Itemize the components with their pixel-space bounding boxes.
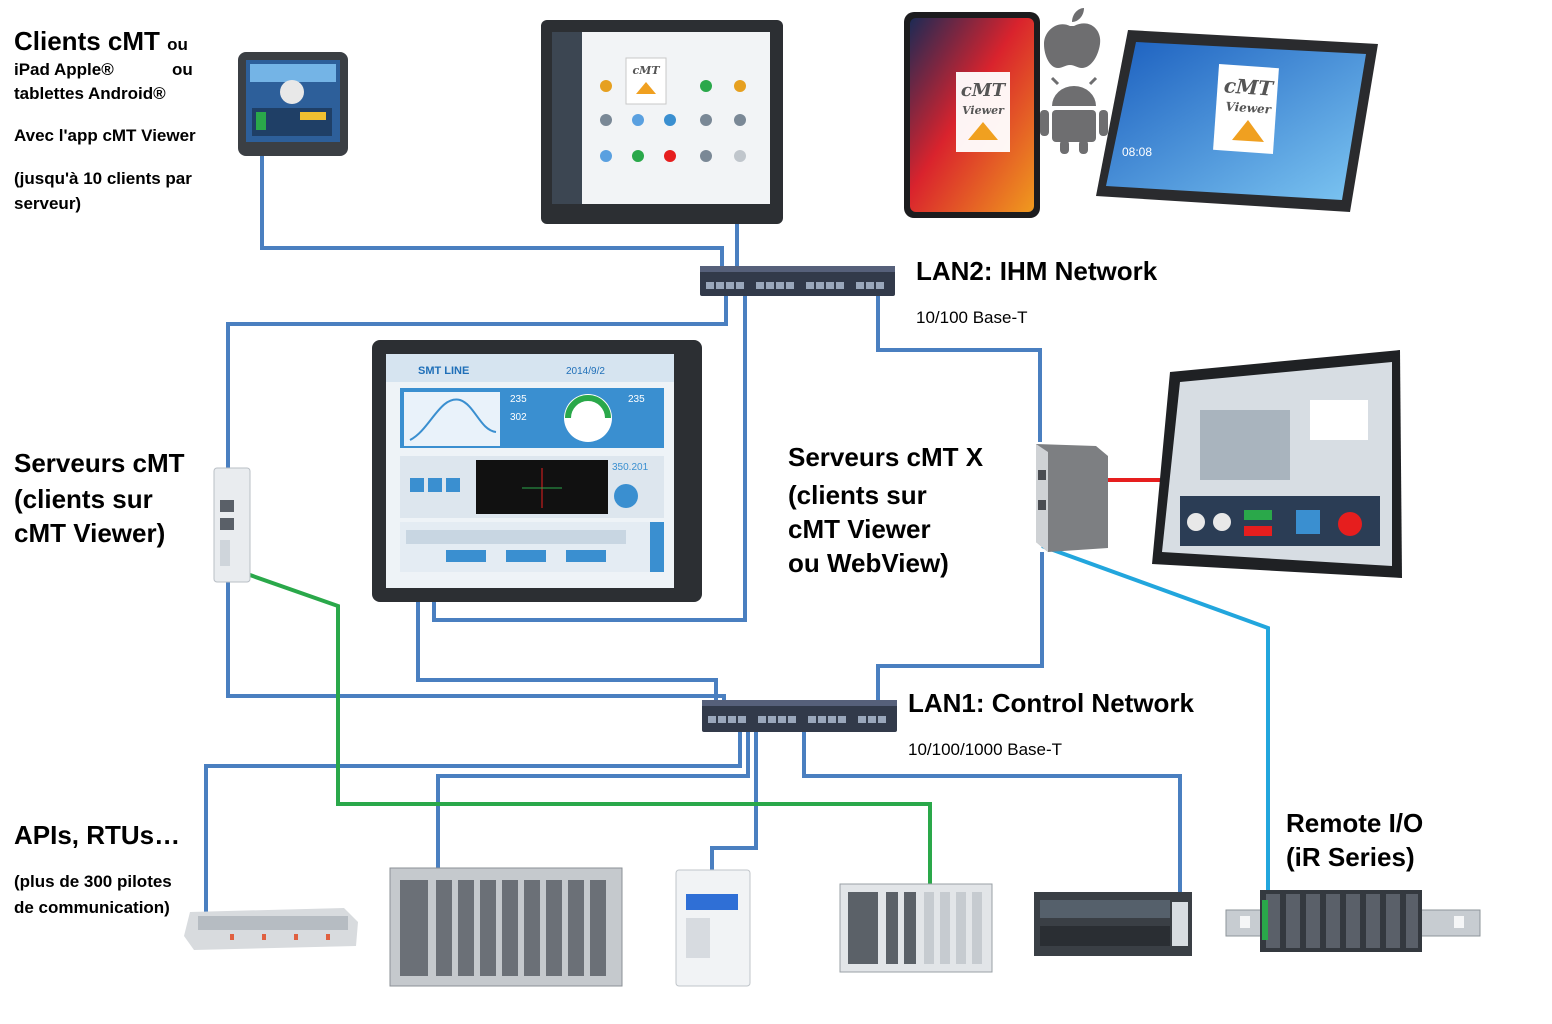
- apple-icon: [1044, 8, 1101, 68]
- server-cmtx-box: [1036, 444, 1108, 552]
- lan2-cables: [226, 148, 1042, 622]
- tablet-logo-line1: cMT: [1223, 73, 1276, 101]
- cable-cmtx-to-lan1: [876, 552, 1044, 712]
- clients-label: Clients cMT ou: [14, 24, 188, 58]
- android-icon: [1040, 76, 1108, 154]
- clients-app: Avec l'app cMT Viewer: [14, 126, 196, 145]
- cable-lan1-to-plc1: [204, 728, 742, 922]
- clients-title: Clients cMT: [14, 26, 160, 56]
- wide-hmi-display: [1152, 350, 1402, 578]
- cable-lan2-to-cmtx: [876, 295, 1042, 442]
- ipad-logo-line1: cMT: [961, 80, 1007, 101]
- clients-android: tablettes Android®: [14, 84, 166, 103]
- center-hmi-value2: 302: [510, 412, 527, 423]
- clients-limit-1: (jusqu'à 10 clients par: [14, 169, 192, 188]
- cyan-iio-cable: [1041, 544, 1270, 900]
- lan2-speed: 10/100 Base-T: [916, 308, 1028, 327]
- hmi-top-client: cMT: [541, 20, 783, 224]
- tablet-logo-line2: Viewer: [1225, 99, 1273, 116]
- remote-io-2: (iR Series): [1286, 842, 1415, 872]
- clients-ou-2: ou: [172, 60, 193, 79]
- ipad-logo-line2: Viewer: [962, 104, 1005, 117]
- cable-lan1-to-plc2: [436, 728, 750, 950]
- small-hmi-client: [238, 52, 348, 156]
- lan1-speed: 10/100/1000 Base-T: [908, 740, 1063, 759]
- plc-5: [1034, 892, 1192, 956]
- lan1-switch: [702, 700, 897, 732]
- cable-lan1-to-plc5: [802, 728, 1182, 935]
- center-hmi-value1: 235: [510, 394, 527, 405]
- android-tablet-client: cMT Viewer 08:08: [1096, 30, 1378, 212]
- cable-center-hmi-to-lan1: [416, 600, 718, 712]
- apis-note-2: de communication): [14, 898, 170, 917]
- lan2-title: LAN2: IHM Network: [916, 256, 1158, 286]
- servers-cmt-2: (clients sur: [14, 484, 153, 514]
- tablet-time: 08:08: [1122, 145, 1152, 159]
- center-hmi-value3: 235: [628, 394, 645, 405]
- plc-3: [675, 869, 751, 987]
- apis-title: APIs, RTUs…: [14, 820, 181, 850]
- servers-cmt-3: cMT Viewer): [14, 518, 166, 548]
- apis-note-1: (plus de 300 pilotes: [14, 872, 172, 891]
- cable-lan2-to-server-cmt: [226, 295, 728, 468]
- clients-ipad: iPad Apple®: [14, 60, 114, 79]
- plc-1: [184, 908, 358, 950]
- center-hmi-server: SMT LINE 2014/9/2 235 302 235 350.201: [372, 340, 702, 602]
- green-serial-cable: [229, 566, 932, 935]
- plc-4: [839, 883, 993, 973]
- center-hmi-date: 2014/9/2: [566, 366, 605, 377]
- servers-cmtx-1: Serveurs cMT X: [788, 442, 984, 472]
- lan1-title: LAN1: Control Network: [908, 688, 1194, 718]
- cable-tablet-to-lan2: [260, 148, 724, 278]
- servers-cmtx-3: cMT Viewer: [788, 514, 931, 544]
- server-cmt-box: [213, 467, 251, 583]
- servers-cmtx-2: (clients sur: [788, 480, 927, 510]
- remote-io-rail: [1225, 890, 1481, 952]
- remote-io-1: Remote I/O: [1286, 808, 1424, 838]
- clients-limit-2: serveur): [14, 194, 82, 213]
- lan2-switch: [700, 266, 895, 296]
- servers-cmt-1: Serveurs cMT: [14, 448, 185, 478]
- center-hmi-value4: 350.201: [612, 462, 649, 473]
- ipad-client: cMT Viewer: [904, 12, 1040, 218]
- lan1-cables: [204, 552, 1182, 950]
- logo-text: cMT: [632, 64, 660, 77]
- servers-cmtx-4: ou WebView): [788, 548, 949, 578]
- plc-2: [389, 867, 623, 987]
- cable-lan2-to-center-hmi: [432, 295, 747, 622]
- center-hmi-title: SMT LINE: [418, 365, 469, 377]
- clients-ou-1: ou: [167, 35, 188, 54]
